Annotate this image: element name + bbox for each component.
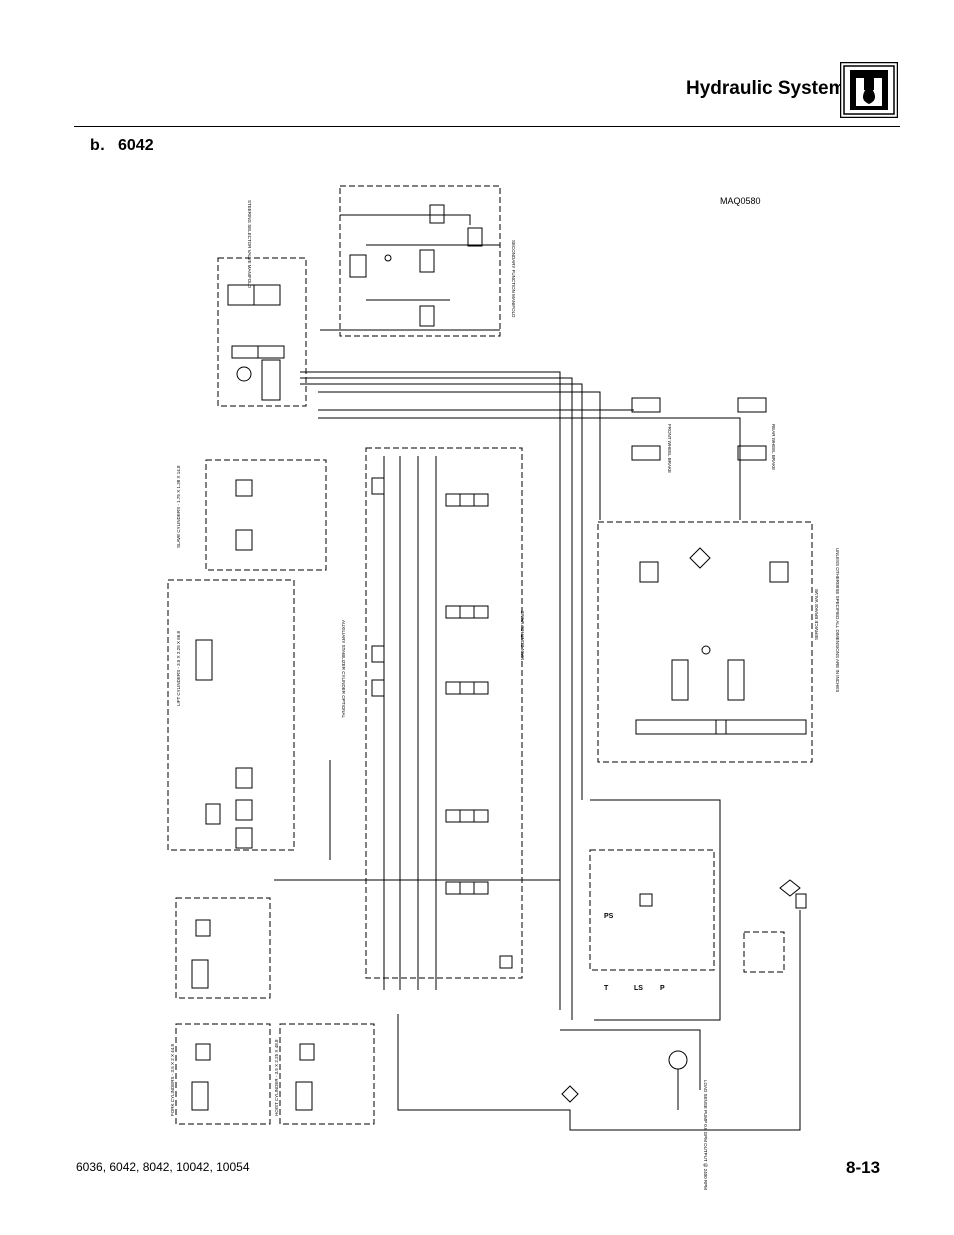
steering-selector-label: STEERING SELECTOR VALVE MANIFOLD: [247, 200, 252, 289]
front-wheel-brake-label: FRONT WHEEL BRAKE: [667, 424, 672, 473]
secondary-manifold-label: SECONDARY FUNCTION MANIFOLD: [511, 240, 516, 318]
page-title: Hydraulic System: [686, 78, 846, 99]
pressure-label: P: [660, 985, 665, 992]
footer-page-number: 8-13: [846, 1158, 881, 1177]
slave-cylinder-box: [205, 459, 327, 571]
lift-cylinder-box: [167, 579, 295, 851]
tank-label: T: [604, 985, 609, 992]
ls-label: LS: [634, 985, 643, 992]
fork-cylinders-label: FORK CYLINDERS - 3.5 X 2 X 44.8: [170, 1043, 175, 1116]
fork-cylinder-box: [175, 897, 271, 999]
main-control-valve-box: [365, 447, 523, 979]
return-filter-box: [743, 931, 785, 973]
hoist-cylinders-label: HOIST CYLINDER - 3.5 X 2.25 X 48.8: [274, 1039, 279, 1116]
service-brake-valve-label: SERVICE BRAKE VALVE: [814, 589, 819, 640]
rear-wheel-brake: [737, 397, 767, 413]
header-rule: [74, 126, 900, 127]
service-brake-valve-box: [597, 521, 813, 763]
hoist-cylinder-box-right: [279, 1023, 375, 1125]
pump-note: LOAD SENSE PUMP 0.8 GPM OUTPUT @ 2400 RP…: [703, 1080, 708, 1190]
ps-label: PS: [604, 913, 614, 920]
hoist-cylinder-box-left: [175, 1023, 271, 1125]
front-wheel-brake: [631, 397, 661, 413]
section-label: b.: [90, 137, 106, 154]
rear-wheel-brake-label: REAR WHEEL BRAKE: [771, 424, 776, 470]
outrigger-label: AUXILIARY STABILIZER CYLINDER OPTIONAL: [341, 620, 346, 719]
steering-selector-box: [217, 257, 307, 407]
secondary-manifold-box: [339, 185, 501, 337]
lift-cylinders-label: LIFT CYLINDERS - 3.5 X 2.25 X 66.8: [176, 631, 181, 706]
footer-models: 6036, 6042, 8042, 10042, 10054: [76, 1160, 250, 1174]
pump-box: [589, 849, 715, 971]
diagram-ref-code: MAQ0580: [720, 196, 761, 206]
main-control-valve-label: MAIN CONTROL VALVE: [520, 611, 525, 660]
tolerance-note: UNLESS OTHERWISE SPECIFIED ALL DIMENSION…: [835, 548, 840, 692]
section-number: 6042: [118, 137, 154, 154]
slave-cylinders-label: SLAVE CYLINDERS - 1.75 X 1.38 X 14.8: [176, 465, 181, 548]
